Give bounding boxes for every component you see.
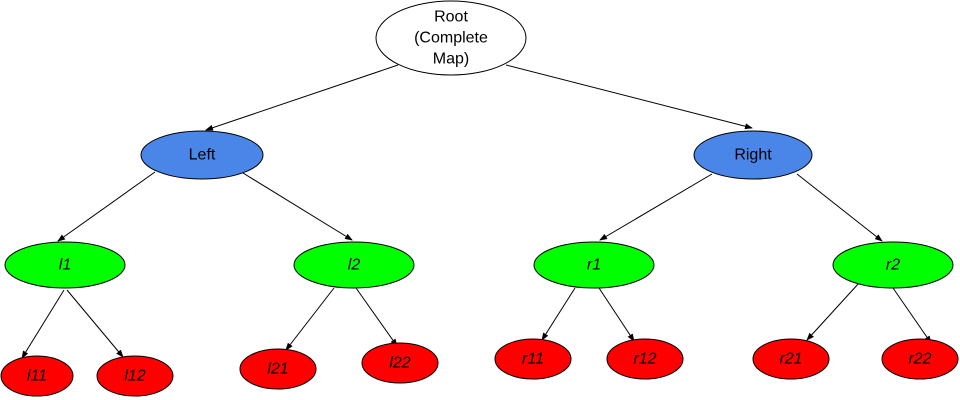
node-r22: r22	[881, 338, 959, 380]
node-right-label: Right	[734, 147, 772, 164]
node-l11-label: l11	[27, 368, 47, 385]
node-r1: r1	[533, 241, 655, 289]
node-left-label: Left	[189, 147, 216, 164]
node-l2-label: l2	[348, 257, 361, 274]
edge-l1-l12-arrow	[66, 289, 124, 358]
node-r21: r21	[752, 338, 830, 380]
edge-root-left-arrow	[205, 64, 399, 131]
edge-r1-r11-arrow	[541, 287, 576, 341]
node-r22-ellipse	[881, 338, 959, 380]
node-r21-label: r21	[779, 351, 802, 368]
node-l11: l11	[0, 355, 74, 397]
edge-l2-l21-arrow	[285, 287, 335, 351]
node-left: Left	[140, 130, 264, 180]
edge-l2-l22-arrow	[355, 287, 398, 347]
node-root-ellipse	[375, 0, 527, 76]
node-l22-ellipse	[361, 342, 439, 384]
node-r2-ellipse	[832, 241, 954, 289]
node-left-ellipse	[140, 130, 264, 180]
node-l21: l21	[239, 348, 317, 390]
node-root-label-3: Map)	[433, 51, 469, 68]
edge-l1-l11-arrow	[21, 289, 65, 359]
node-root-label-2: (Complete	[414, 30, 488, 47]
node-l22-label: l22	[389, 355, 410, 372]
node-l12-ellipse	[96, 355, 174, 397]
node-r2-label: r2	[886, 257, 900, 274]
node-r12-label: r12	[633, 351, 656, 368]
edge-r2-r21-arrow	[806, 282, 860, 341]
node-r11-ellipse	[494, 338, 572, 380]
node-r12-ellipse	[606, 338, 684, 380]
edge-right-r1-arrow	[599, 173, 713, 241]
node-l11-ellipse	[0, 355, 74, 397]
node-l2-ellipse	[293, 241, 415, 289]
node-r21-ellipse	[752, 338, 830, 380]
node-r12: r12	[606, 338, 684, 380]
edge-r1-r12-arrow	[598, 287, 635, 342]
node-l1-label: l1	[59, 257, 71, 274]
node-root-label-1: Root	[434, 9, 468, 26]
edge-r2-r22-arrow	[892, 287, 932, 344]
node-r2: r2	[832, 241, 954, 289]
node-l21-ellipse	[239, 348, 317, 390]
node-r22-label: r22	[908, 351, 931, 368]
edge-left-l2-arrow	[242, 172, 353, 241]
edges-layer	[21, 64, 932, 359]
edge-right-r2-arrow	[796, 173, 883, 242]
edge-root-right-arrow	[505, 64, 753, 130]
node-l22: l22	[361, 342, 439, 384]
node-l1-ellipse	[4, 241, 126, 289]
node-r1-ellipse	[533, 241, 655, 289]
node-r1-label: r1	[587, 257, 601, 274]
node-l12: l12	[96, 355, 174, 397]
edge-left-l1-arrow	[57, 171, 156, 242]
node-l2: l2	[293, 241, 415, 289]
node-l12-label: l12	[124, 368, 145, 385]
node-l21-label: l21	[267, 361, 288, 378]
node-l1: l1	[4, 241, 126, 289]
node-right-ellipse	[693, 130, 813, 180]
node-r11-label: r11	[522, 351, 544, 368]
node-r11: r11	[494, 338, 572, 380]
node-right: Right	[693, 130, 813, 180]
